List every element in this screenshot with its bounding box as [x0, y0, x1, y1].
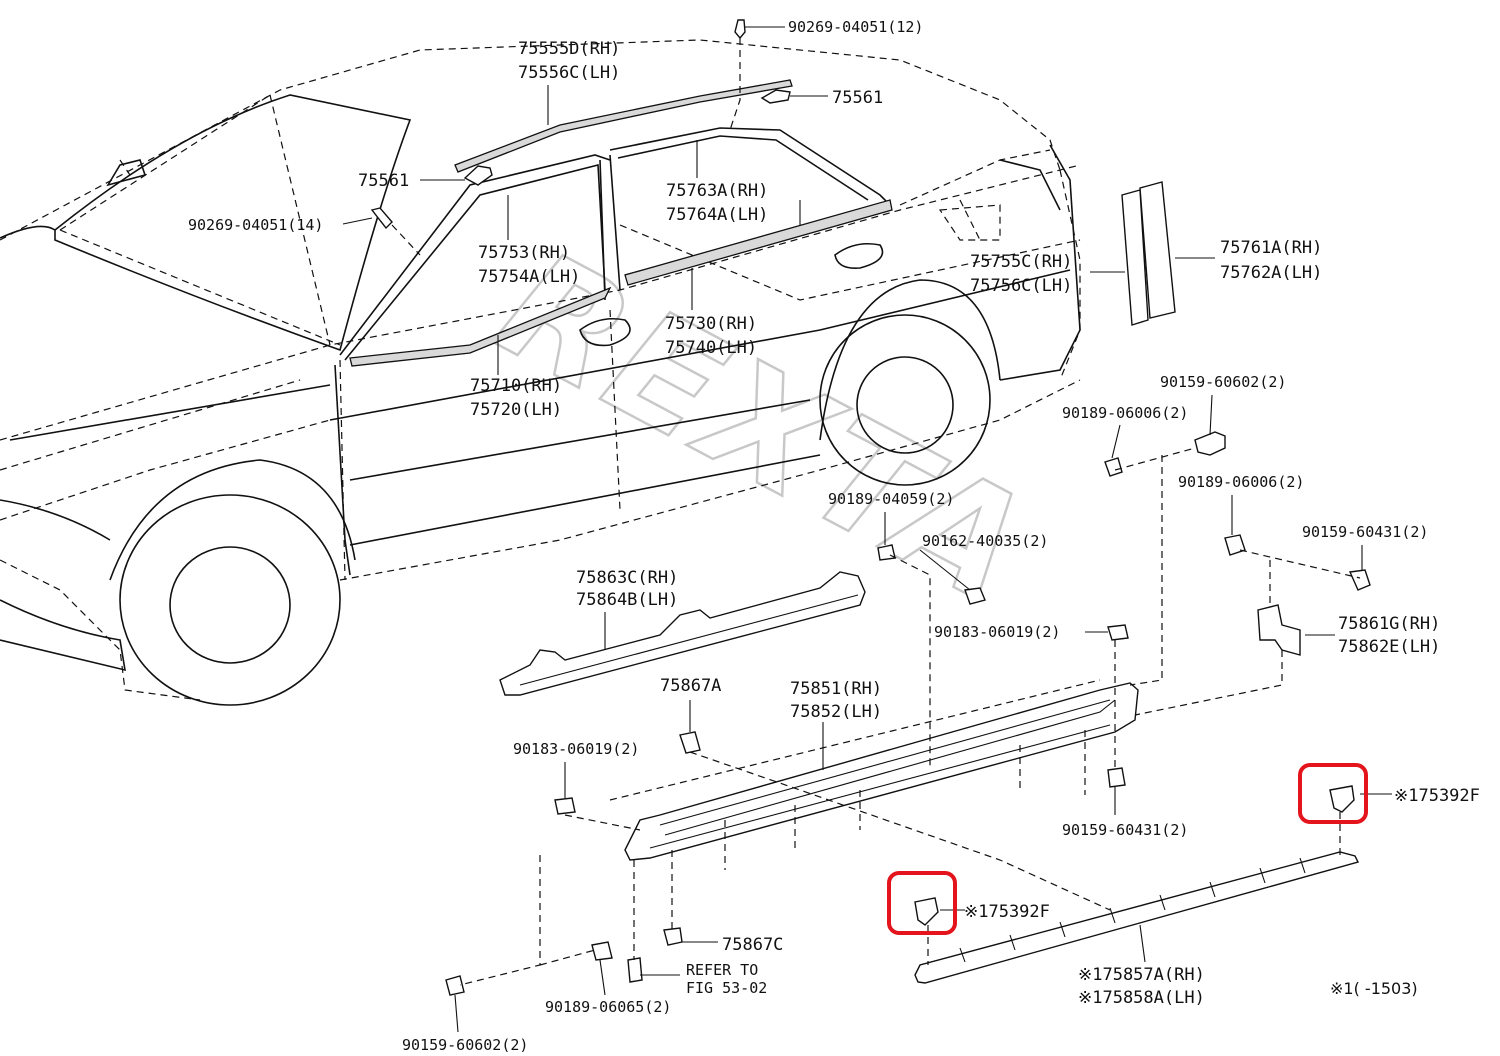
label-refer-line1: REFER TO	[686, 961, 758, 979]
label-90189-06006-b: 90189-06006(2)	[1178, 473, 1304, 491]
clip-90269-left-icon	[370, 207, 393, 230]
label-75857a: ※175857A(RH)	[1078, 965, 1205, 985]
label-refer-line2: FIG 53-02	[686, 979, 767, 997]
body-side-front	[334, 364, 351, 576]
label-75392f-right: ※175392F	[1394, 786, 1480, 806]
bolt-90159-60431-mid-icon	[1107, 767, 1126, 788]
front-door-handle	[579, 317, 631, 347]
clip-75392f-right-icon	[1329, 785, 1355, 813]
label-90159-60431-right: 90159-60431(2)	[1302, 523, 1428, 541]
label-75730: 75730(RH)	[665, 314, 757, 334]
front-wheel	[119, 494, 341, 706]
part-75710-moulding	[349, 286, 612, 367]
assembly-lines	[391, 38, 1361, 986]
label-90159-60602-bottom: 90159-60602(2)	[402, 1036, 528, 1054]
clip-75867a-icon	[679, 731, 701, 754]
screw-refer-icon	[627, 957, 643, 983]
bolt-90159-60431-right-icon	[1348, 569, 1371, 591]
label-75756c: 75756C(LH)	[970, 276, 1072, 296]
part-75555d-roof-moulding	[454, 79, 793, 173]
part-75730-moulding	[624, 199, 893, 286]
label-90189-06006-a: 90189-06006(2)	[1062, 404, 1188, 422]
clip-75561-left-icon	[463, 165, 493, 186]
clip-75392f-mid-icon	[914, 897, 939, 926]
label-90159-60431-mid: 90159-60431(2)	[1062, 821, 1188, 839]
part-labels: 90269-04051(12) 75555D(RH) 75556C(LH) 75…	[188, 18, 1480, 1054]
windshield-outline	[54, 94, 412, 352]
label-75561-top: 75561	[832, 88, 883, 108]
footnote: ※1( -1503)	[1330, 979, 1418, 998]
label-75762a: 75762A(LH)	[1220, 263, 1322, 283]
label-75740: 75740(LH)	[665, 338, 757, 358]
hood-edge	[0, 225, 56, 239]
label-75862e: 75862E(LH)	[1338, 637, 1440, 657]
rear-door-handle	[834, 242, 884, 270]
clip-90189-06006-a-icon	[1104, 457, 1123, 477]
front-door-frame	[339, 154, 611, 356]
label-75720: 75720(LH)	[470, 400, 562, 420]
rear-wheel-arch	[819, 279, 1001, 441]
clip-90269-top-icon	[734, 19, 746, 40]
label-75556c: 75556C(LH)	[518, 63, 620, 83]
clip-90189-04059-icon	[877, 544, 896, 561]
clip-75867c-icon	[663, 927, 683, 946]
bolt-90159-60602-top-icon	[1194, 431, 1226, 456]
label-75863c: 75863C(RH)	[576, 568, 678, 588]
label-75764a: 75764A(LH)	[666, 205, 768, 225]
label-75851: 75851(RH)	[790, 679, 882, 699]
label-75755c: 75755C(RH)	[970, 252, 1072, 272]
part-75863c-sill-garnish	[499, 571, 866, 696]
part-75755c-garnish	[1121, 189, 1149, 326]
label-75710: 75710(RH)	[470, 376, 562, 396]
label-75763a: 75763A(RH)	[666, 181, 768, 201]
label-75861g: 75861G(RH)	[1338, 614, 1440, 634]
mirror-outline	[106, 159, 147, 187]
rear-wheel	[819, 314, 991, 486]
leader-lines	[342, 26, 1392, 1033]
label-75867c: 75867C	[722, 935, 783, 955]
front-wheel-arch	[109, 459, 356, 581]
clip-90189-06006-b-icon	[1224, 534, 1246, 556]
label-75753: 75753(RH)	[478, 243, 570, 263]
label-75555d: 75555D(RH)	[518, 39, 620, 59]
label-75754a: 75754A(LH)	[478, 267, 580, 287]
highlight-75392f-mid	[887, 871, 957, 935]
label-90189-06065: 90189-06065(2)	[545, 998, 671, 1016]
label-75858a: ※175858A(LH)	[1078, 988, 1205, 1008]
label-75852: 75852(LH)	[790, 702, 882, 722]
label-75561-left: 75561	[358, 171, 409, 191]
highlight-75392f-right	[1298, 763, 1368, 824]
label-75761a: 75761A(RH)	[1220, 238, 1322, 258]
label-75392f-mid: ※175392F	[964, 902, 1050, 922]
car-rocker-line	[349, 454, 821, 546]
clip-90189-06065-icon	[591, 941, 613, 961]
label-90189-04059: 90189-04059(2)	[828, 490, 954, 508]
label-90269-04051-12: 90269-04051(12)	[788, 18, 923, 36]
nut-90183-06019-a-icon	[554, 797, 576, 815]
label-90269-04051-14: 90269-04051(14)	[188, 216, 323, 234]
screw-90162-40035-icon	[964, 587, 986, 605]
part-75761a-garnish	[1139, 181, 1176, 319]
nut-90183-06019-b-icon	[1107, 624, 1129, 641]
part-75861g-bracket	[1257, 604, 1301, 656]
label-75867a: 75867A	[660, 676, 721, 696]
clip-75561-top-icon	[760, 89, 791, 104]
label-75864b: 75864B(LH)	[576, 590, 678, 610]
label-90162-40035: 90162-40035(2)	[922, 532, 1048, 550]
label-90183-06019-a: 90183-06019(2)	[513, 740, 639, 758]
label-90159-60602-top: 90159-60602(2)	[1160, 373, 1286, 391]
label-90183-06019-b: 90183-06019(2)	[934, 623, 1060, 641]
part-75851-rocker-panel	[624, 682, 1139, 861]
part-75857a-moulding	[914, 851, 1360, 984]
bolt-90159-60602-bottom-icon	[445, 975, 465, 996]
